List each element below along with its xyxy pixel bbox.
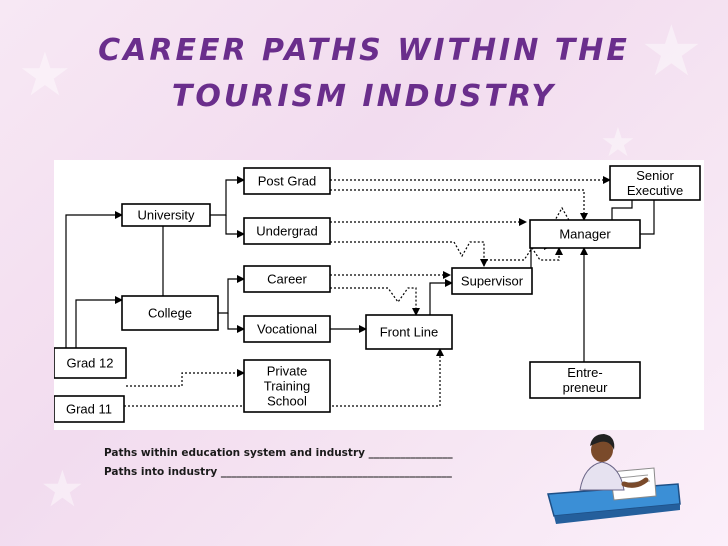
node-undergrad: Undergrad bbox=[243, 217, 331, 245]
edge-postgrad-to-manager bbox=[330, 189, 588, 221]
node-supervisor-label: Supervisor bbox=[461, 274, 524, 289]
edge-grad12-to-university bbox=[65, 211, 123, 348]
edge-frontline-to-supervisor bbox=[429, 279, 453, 315]
node-grad-12: Grad 12 bbox=[54, 347, 127, 379]
node-senior-executive-box bbox=[609, 165, 701, 201]
edge-career-to-frontline bbox=[330, 287, 420, 316]
node-college-box bbox=[121, 295, 219, 331]
node-vocational-label: Vocational bbox=[257, 322, 317, 337]
node-undergrad-box bbox=[243, 217, 331, 245]
node-senior-executive-label: Senior bbox=[636, 168, 674, 183]
slide-title-line-1: CAREER PATHS WITHIN THE bbox=[98, 33, 630, 68]
node-college-label: College bbox=[148, 306, 192, 321]
node-post-grad-label: Post Grad bbox=[258, 174, 317, 189]
node-career: Career bbox=[243, 265, 331, 293]
node-career-label: Career bbox=[267, 272, 307, 287]
node-college: College bbox=[121, 295, 219, 331]
legend-education-paths: Paths within education system and indust… bbox=[104, 447, 453, 459]
node-front-line-box bbox=[365, 314, 453, 350]
node-grad-12-box bbox=[54, 347, 127, 379]
node-private-training-school-label: School bbox=[267, 394, 307, 409]
node-front-line-label: Front Line bbox=[380, 325, 439, 340]
background-star: ★ bbox=[40, 461, 85, 517]
node-university: University bbox=[121, 203, 211, 227]
node-front-line: Front Line bbox=[365, 314, 453, 350]
node-grad-11: Grad 11 bbox=[54, 395, 125, 423]
node-university-label: University bbox=[137, 208, 195, 223]
node-post-grad: Post Grad bbox=[243, 167, 331, 195]
node-manager: Manager bbox=[529, 219, 641, 249]
node-supervisor: Supervisor bbox=[451, 267, 533, 295]
node-entrepreneur: Entre-preneur bbox=[529, 361, 641, 399]
node-post-grad-box bbox=[243, 167, 331, 195]
node-grad-11-label: Grad 11 bbox=[66, 402, 112, 417]
edge-university-to-postgrad bbox=[210, 176, 245, 216]
edge-college-to-vocational bbox=[227, 313, 245, 333]
node-private-training-school-label: Private bbox=[267, 364, 307, 379]
node-manager-label: Manager bbox=[559, 227, 611, 242]
legend-industry-paths: Paths into industry ____________________… bbox=[104, 466, 452, 478]
node-manager-box bbox=[529, 219, 641, 249]
node-grad-11-box bbox=[54, 395, 125, 423]
edge-college-to-career bbox=[218, 275, 245, 314]
edge-undergrad-to-supervisor bbox=[330, 241, 488, 267]
node-entrepreneur-label: Entre- bbox=[567, 365, 602, 380]
node-undergrad-label: Undergrad bbox=[256, 224, 317, 239]
node-vocational: Vocational bbox=[243, 315, 331, 343]
node-senior-executive-label: Executive bbox=[627, 183, 683, 198]
node-private-training-school-label: Training bbox=[264, 379, 310, 394]
edge-university-to-undergrad bbox=[225, 215, 245, 238]
node-vocational-box bbox=[243, 315, 331, 343]
edge-grad11-to-frontline bbox=[124, 348, 444, 407]
node-supervisor-box bbox=[451, 267, 533, 295]
node-entrepreneur-label: preneur bbox=[563, 380, 608, 395]
node-private-training-school-box bbox=[243, 359, 331, 413]
edge-grad12-to-private-training bbox=[126, 369, 245, 387]
slide-title-line-2: TOURISM INDUSTRY bbox=[171, 79, 557, 114]
businesswoman-at-desk-icon bbox=[547, 434, 681, 524]
node-entrepreneur-box bbox=[529, 361, 641, 399]
node-university-box bbox=[121, 203, 211, 227]
node-career-box bbox=[243, 265, 331, 293]
edge-grad12-to-college bbox=[75, 296, 123, 348]
node-grad-12-label: Grad 12 bbox=[67, 356, 114, 371]
